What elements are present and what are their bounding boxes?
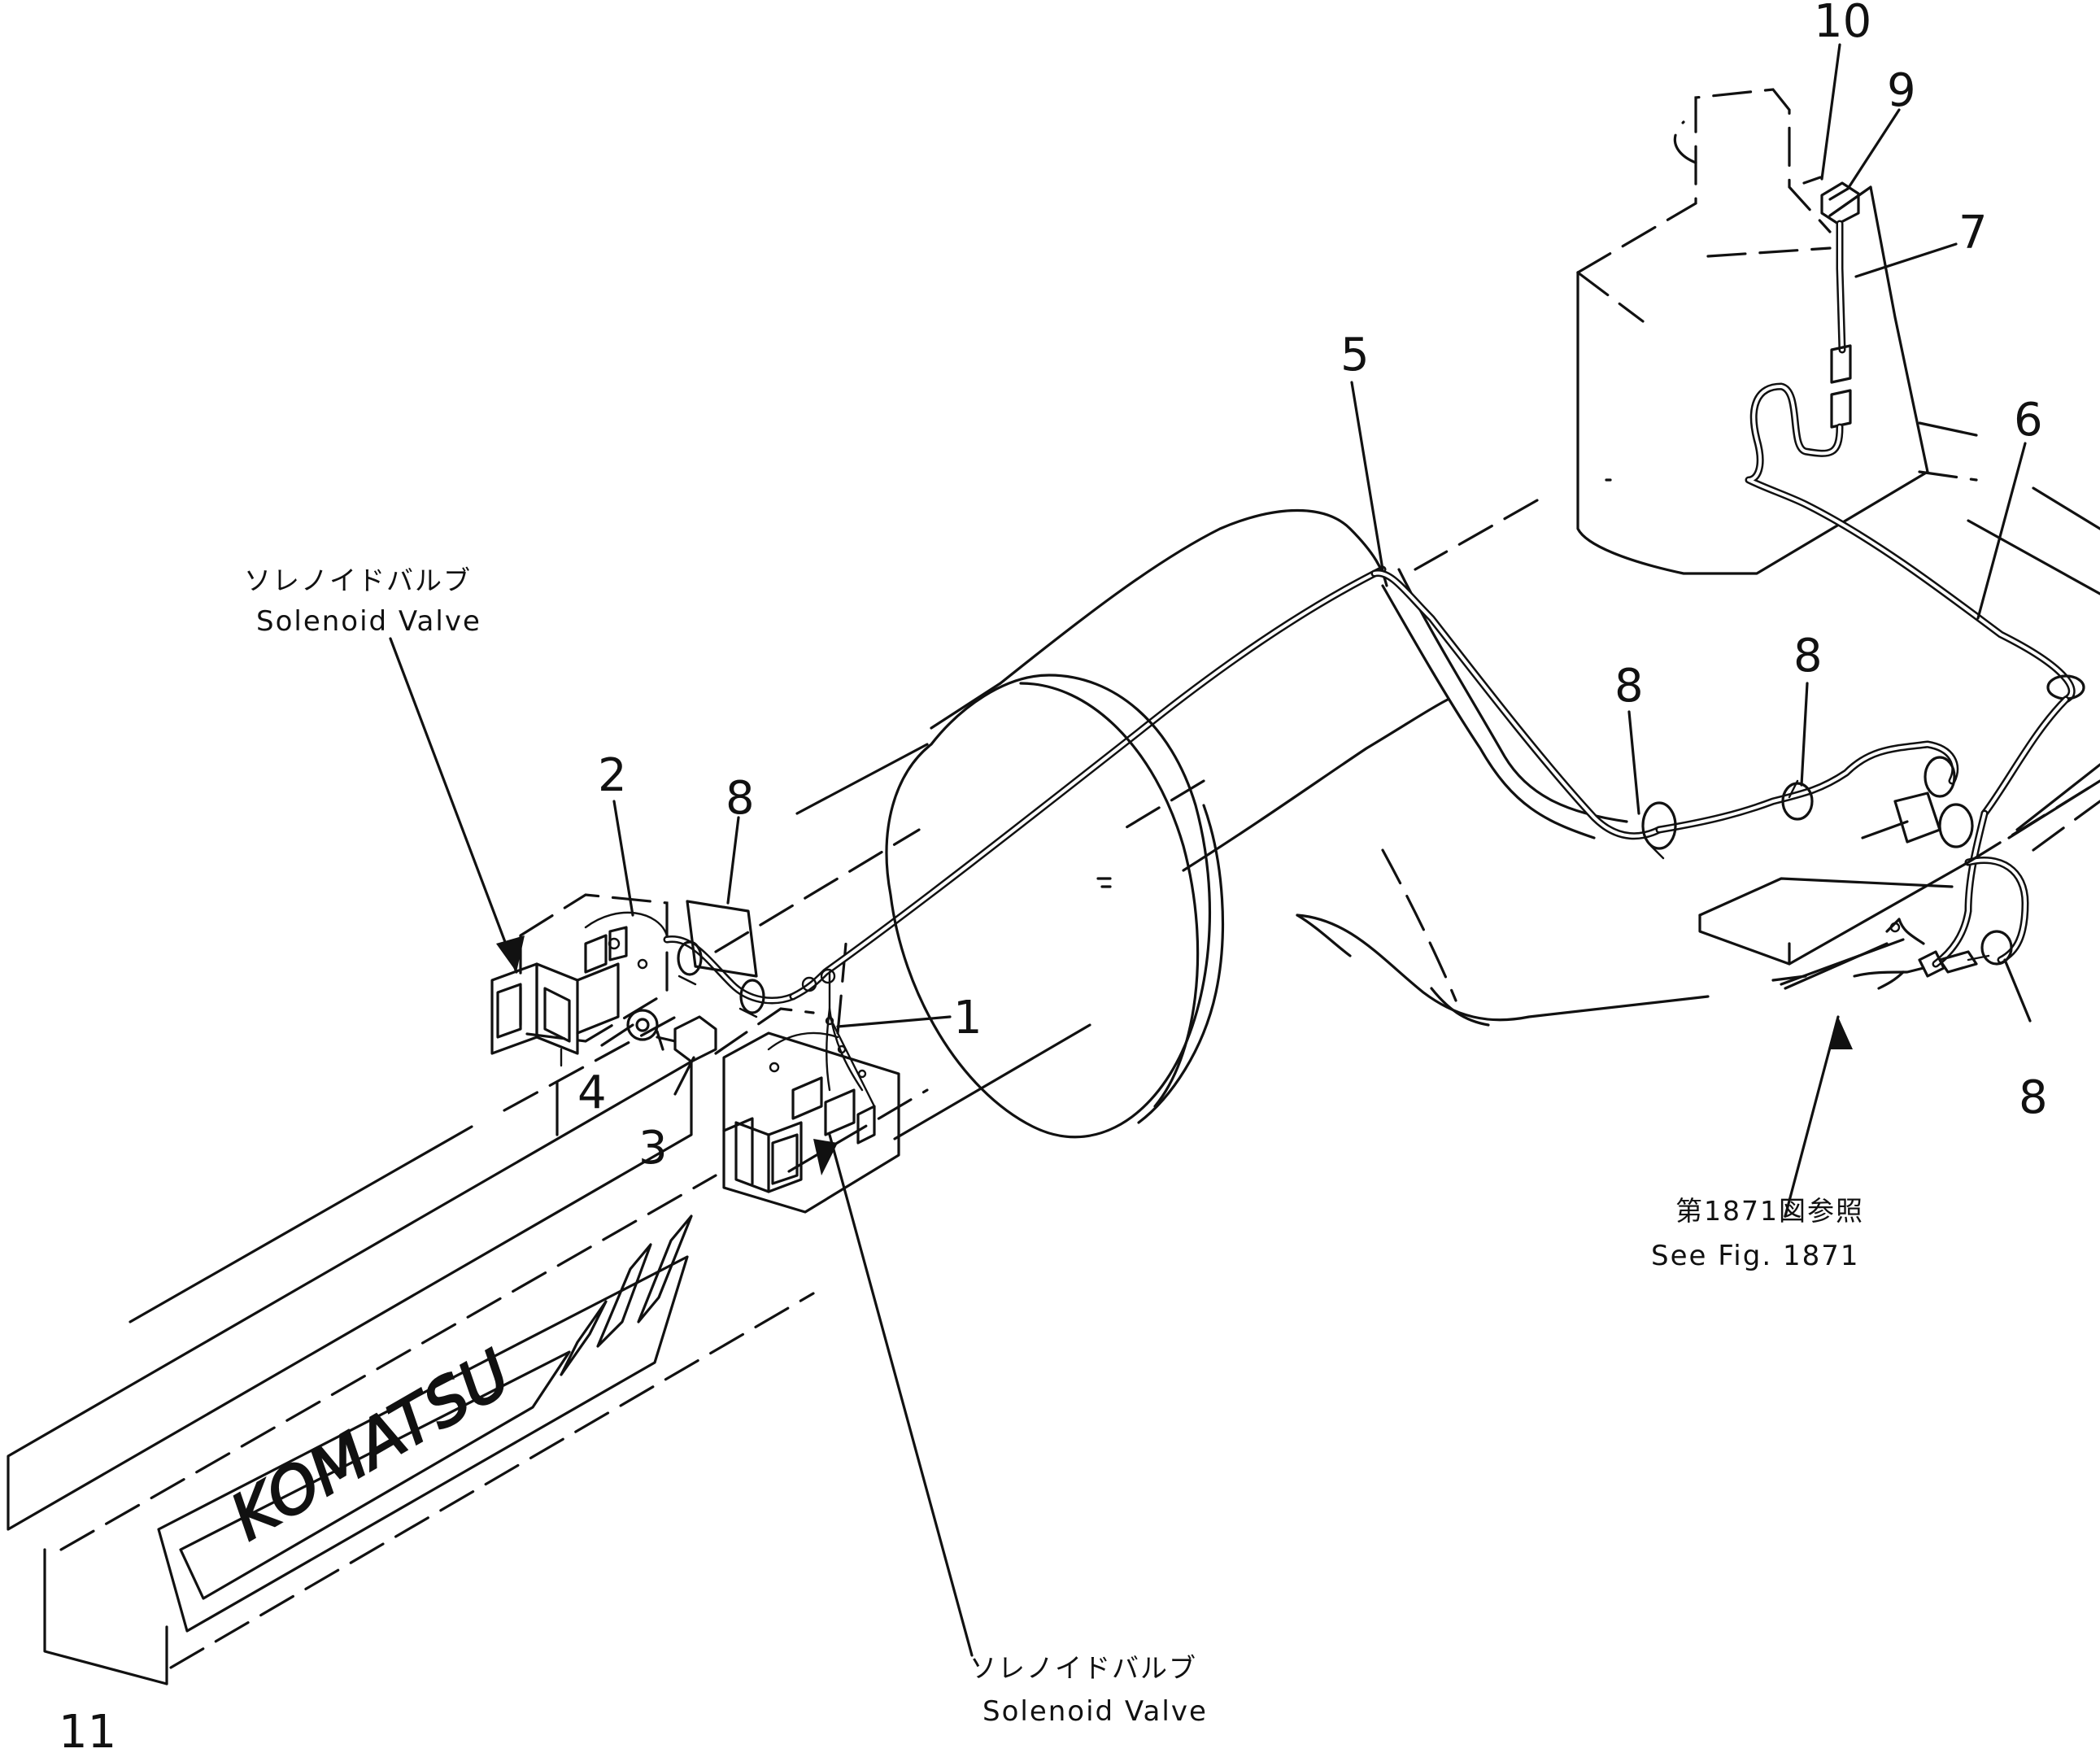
callout-5: 5 (1340, 329, 1370, 382)
see-fig-label-en: See Fig. 1871 (1651, 1240, 1859, 1272)
leader-lines (389, 43, 2032, 1657)
labels: ソレノイドバルブ Solenoid Valve ソレノイドバルブ Solenoi… (244, 565, 1864, 1728)
swing-circle (885, 674, 1225, 1139)
komatsu-decal: KOMATSU (157, 1214, 693, 1633)
harness-1 (789, 565, 1387, 1108)
harness-6 (1980, 674, 2085, 818)
clamp-8-d (1938, 930, 2013, 974)
solenoid-valve-label-en-bottom: Solenoid Valve (982, 1695, 1208, 1728)
cab (1414, 88, 2100, 595)
deck-plate (1698, 763, 2100, 990)
callout-11: 11 (59, 1706, 116, 1753)
clamp-8-a (1641, 801, 1677, 860)
callout-2: 2 (598, 749, 627, 802)
clamp-8-b (1781, 779, 1814, 821)
see-fig-label-jp: 第1871図参照 (1675, 1195, 1864, 1227)
clip-plate (686, 900, 758, 978)
bolt-3 (656, 1015, 717, 1063)
washer-4 (626, 1009, 659, 1041)
callout-8-mid-left: 8 (1614, 660, 1644, 713)
callout-4: 4 (577, 1066, 607, 1119)
callouts: 1 2 3 4 5 6 7 8 8 8 8 9 10 11 (59, 0, 2048, 1753)
callout-10: 10 (1814, 0, 1871, 48)
right-solenoid-valve (714, 1007, 900, 1214)
callout-8-top: 8 (725, 772, 755, 825)
upper-structure (999, 508, 1710, 1027)
junction-block (1853, 791, 2029, 990)
callout-8-right: 8 (2019, 1071, 2048, 1124)
callout-6: 6 (2014, 394, 2043, 447)
harness-7 (1745, 220, 2076, 704)
harness-2 (663, 935, 797, 1018)
boom-body (795, 682, 1205, 1140)
solenoid-valve-label-jp-left: ソレノイドバルブ (244, 565, 472, 596)
callout-7: 7 (1958, 207, 1988, 259)
callout-1: 1 (953, 992, 982, 1044)
callout-3: 3 (638, 1122, 668, 1175)
plate-10 (1802, 176, 1822, 185)
boom-arm (7, 828, 929, 1685)
arrowheads (496, 935, 1853, 1175)
brand-logo: KOMATSU (220, 1337, 524, 1555)
callout-9: 9 (1887, 64, 1916, 117)
left-solenoid-valve (490, 893, 669, 1067)
harness-5 (1370, 569, 1959, 840)
callout-8-mid-right: 8 (1793, 630, 1823, 682)
solenoid-valve-label-en-left: Solenoid Valve (256, 605, 481, 638)
switch-9 (1820, 181, 1860, 225)
solenoid-valve-label-jp-bottom: ソレノイドバルブ (969, 1652, 1197, 1684)
